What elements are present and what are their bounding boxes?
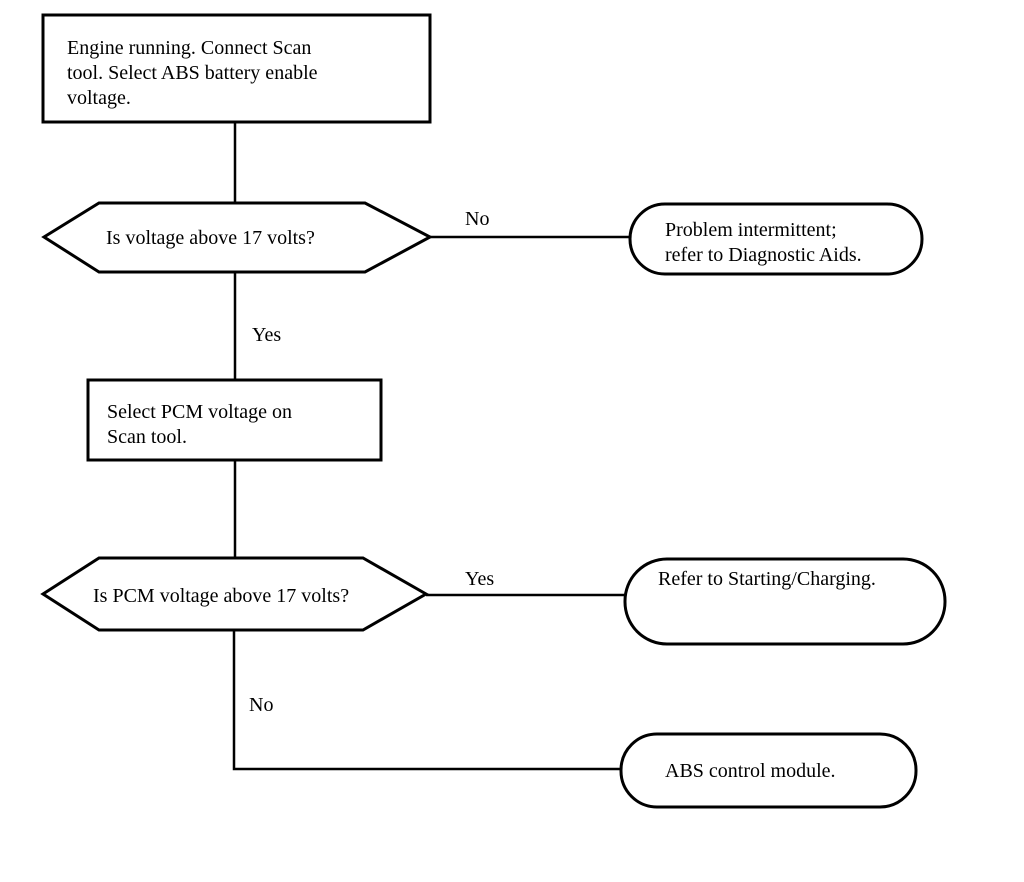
terminal-intermittent-frame (628, 202, 924, 276)
decision-2-frame (40, 556, 430, 632)
start-box-frame (41, 13, 432, 124)
connectors (232, 122, 632, 771)
pcm-box-line-2: Scan tool. (107, 426, 187, 448)
terminal-abs-line-1: ABS control module. (665, 760, 836, 782)
edge-label-no-1: No (465, 208, 489, 230)
connector-decision-2-to-abs (232, 630, 621, 771)
decision-1: Is voltage above 17 volts? (41, 201, 434, 274)
start-box-line-1: Engine running. Connect Scan (67, 37, 311, 59)
terminal-abs-frame (619, 732, 918, 809)
terminal-charging: Refer to Starting/Charging. (623, 557, 947, 646)
terminal-abs: ABS control module. (619, 732, 918, 809)
start-box-line-3: voltage. (67, 87, 131, 109)
pcm-box-line-1: Select PCM voltage on (107, 401, 292, 423)
decision-2-text: Is PCM voltage above 17 volts? (93, 585, 349, 607)
pcm-box: Select PCM voltage on Scan tool. (86, 378, 383, 462)
decision-2: Is PCM voltage above 17 volts? (40, 556, 430, 632)
terminal-intermittent-line-2: refer to Diagnostic Aids. (665, 244, 862, 266)
pcm-box-frame (86, 378, 383, 462)
terminal-charging-frame (623, 557, 947, 646)
decision-1-text: Is voltage above 17 volts? (106, 227, 315, 249)
terminal-intermittent-line-1: Problem intermittent; (665, 219, 837, 241)
start-box: Engine running. Connect Scan tool. Selec… (41, 13, 432, 124)
start-box-line-2: tool. Select ABS battery enable (67, 62, 318, 84)
terminal-charging-line-1: Refer to Starting/Charging. (658, 568, 876, 590)
terminal-intermittent: Problem intermittent; refer to Diagnosti… (628, 202, 924, 276)
edge-label-no-2: No (249, 694, 273, 716)
edge-label-yes-1: Yes (252, 324, 281, 346)
decision-1-frame (41, 201, 434, 274)
edge-label-yes-2: Yes (465, 568, 494, 590)
